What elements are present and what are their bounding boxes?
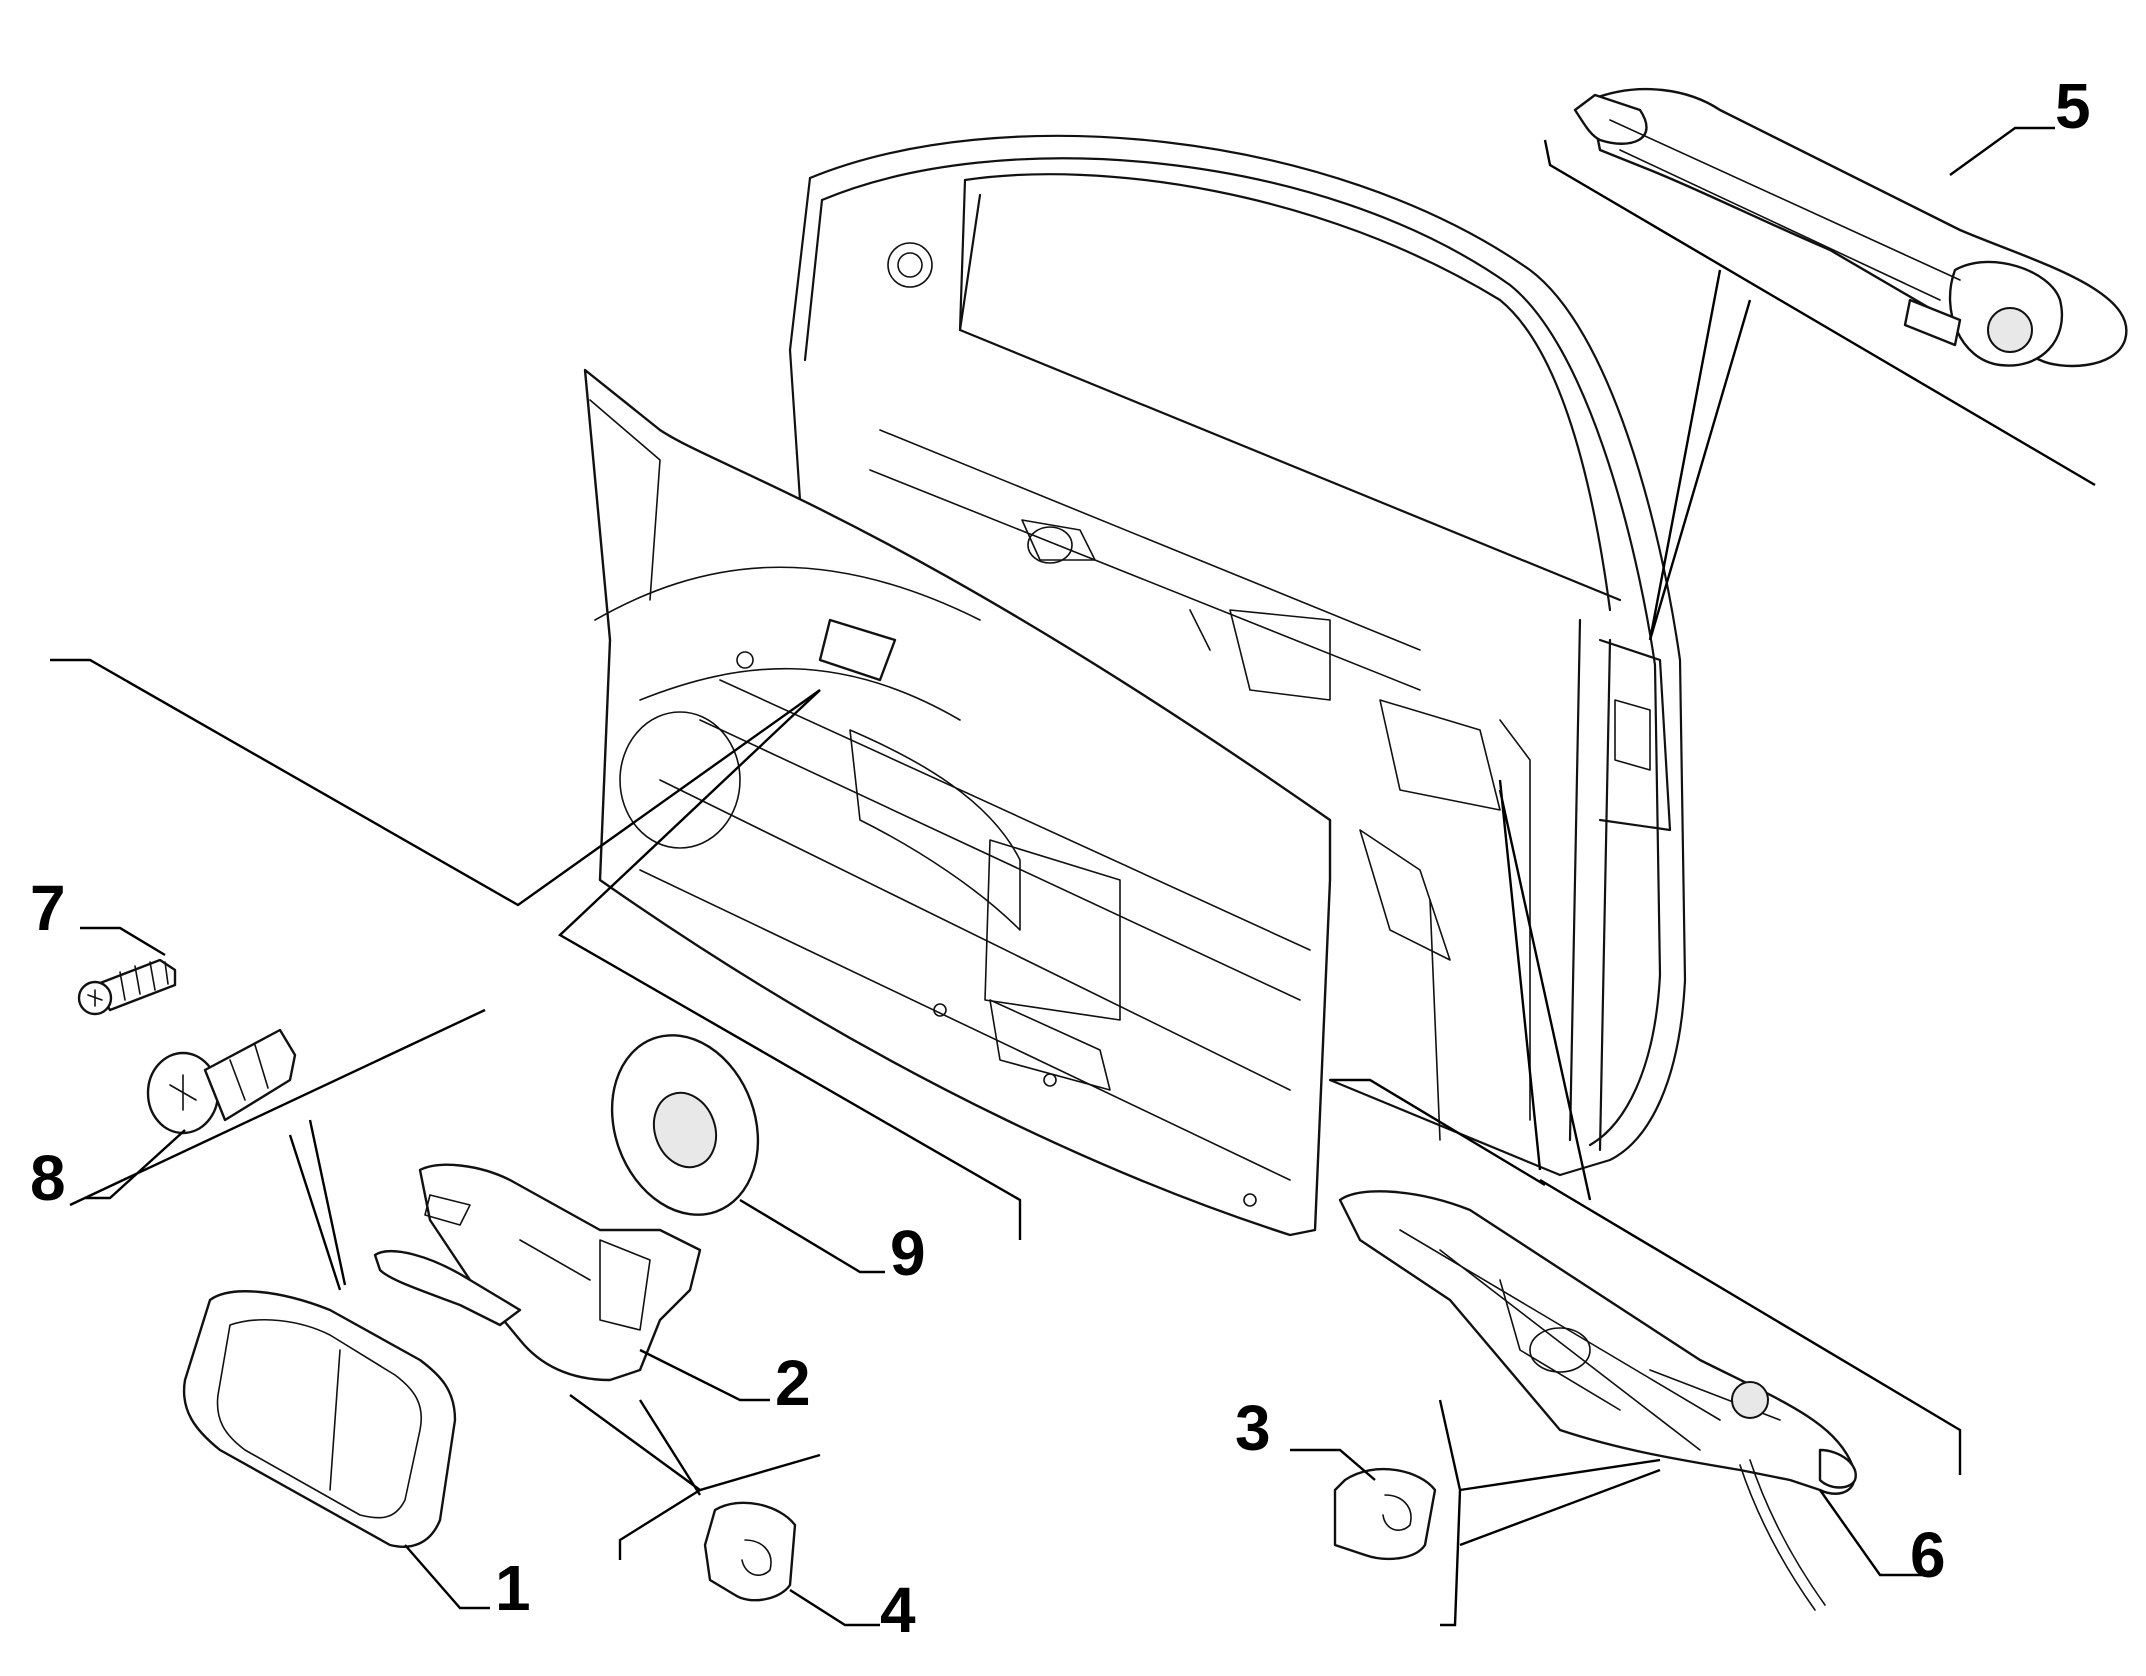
callout-3: 3 [1235, 1392, 1271, 1464]
part-5-outer-handle [1573, 87, 2128, 368]
callout-8: 8 [30, 1142, 66, 1214]
callout-5: 5 [2055, 70, 2091, 142]
callout-7: 7 [30, 872, 66, 944]
part-3-nut-clip [1333, 1467, 1437, 1561]
part-7-screw [77, 958, 177, 1016]
callout-2: 2 [775, 1347, 811, 1419]
callout-4: 4 [880, 1574, 916, 1646]
part-9-speaker-disc [610, 1034, 760, 1216]
callout-9: 9 [890, 1217, 926, 1289]
part-6-handle-bracket [1338, 1190, 1857, 1611]
part-2-inner-handle [373, 1163, 702, 1382]
leader-lines [50, 126, 2096, 1627]
part-8-clip [146, 1028, 297, 1135]
part-1-handle-bezel [182, 1290, 457, 1548]
callout-6: 6 [1910, 1519, 1946, 1591]
callout-labels: 1 2 3 4 5 6 7 8 9 [30, 70, 2091, 1646]
door-trim-panel [583, 368, 1332, 1237]
part-4-nut-clip [703, 1501, 797, 1602]
callout-1: 1 [495, 1552, 531, 1624]
door-shell [788, 134, 1687, 1177]
